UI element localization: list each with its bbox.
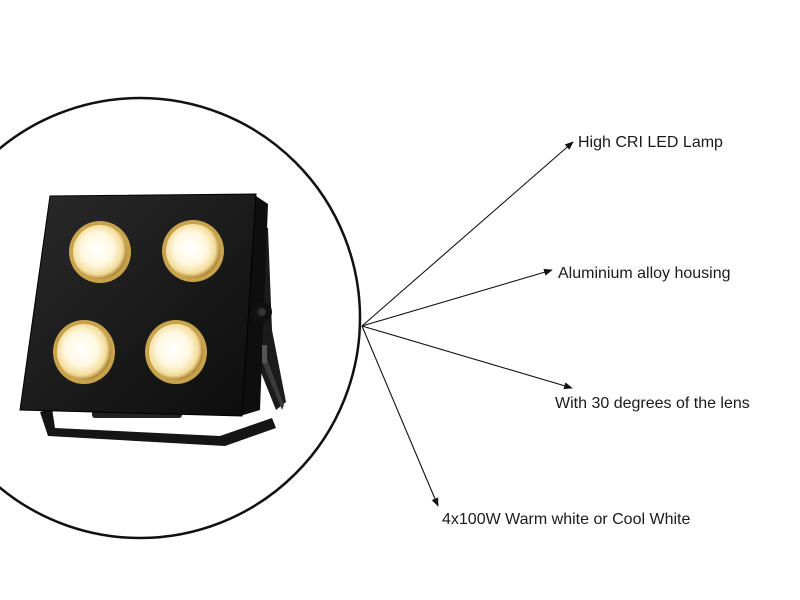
lamp-top-left bbox=[69, 221, 131, 283]
lamp-top-right bbox=[162, 220, 224, 282]
callout-power-color: 4x100W Warm white or Cool White bbox=[442, 511, 691, 528]
callout-high-cri-led-lamp: High CRI LED Lamp bbox=[578, 134, 723, 151]
callout-arrows bbox=[361, 141, 574, 507]
lamp-bottom-right bbox=[145, 320, 207, 384]
arrow-power bbox=[361, 325, 439, 507]
product-frame-circle bbox=[0, 96, 362, 540]
arrow-high-cri bbox=[361, 141, 574, 327]
callout-aluminium-housing: Aluminium alloy housing bbox=[558, 265, 731, 282]
lamp-bottom-left bbox=[53, 320, 115, 384]
callout-lens-degrees: With 30 degrees of the lens bbox=[555, 395, 750, 412]
led-fixture-icon bbox=[19, 193, 286, 446]
arrow-housing bbox=[361, 268, 553, 327]
arrow-lens bbox=[361, 325, 573, 390]
